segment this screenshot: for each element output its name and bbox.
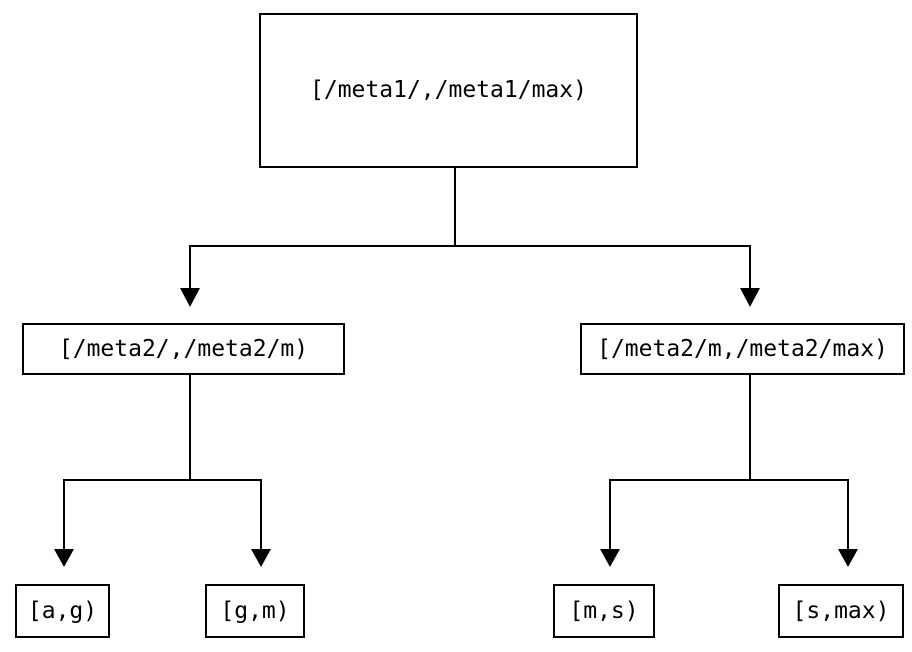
edge-left-to-leaves: [63, 479, 262, 549]
arrowhead-down-icon: [251, 549, 271, 567]
arrowhead-down-icon: [838, 549, 858, 567]
node-root: [/meta1/,/meta1/max): [259, 13, 638, 168]
node-leaf-gm: [g,m): [205, 584, 305, 638]
node-leaf-smax-label: [s,max): [792, 597, 890, 624]
node-root-label: [/meta1/,/meta1/max): [310, 77, 587, 103]
node-right: [/meta2/m,/meta2/max): [580, 323, 905, 375]
arrowhead-down-icon: [600, 549, 620, 567]
arrowhead-down-icon: [180, 288, 200, 307]
edge-root-to-children: [189, 245, 751, 288]
edge-right-to-leaves: [609, 479, 849, 549]
node-leaf-ms-label: [m,s): [569, 597, 639, 624]
node-leaf-smax: [s,max): [778, 584, 904, 638]
node-leaf-ag-label: [a,g): [27, 597, 98, 624]
node-leaf-gm-label: [g,m): [220, 597, 290, 624]
node-right-label: [/meta2/m,/meta2/max): [597, 335, 888, 362]
node-leaf-ms: [m,s): [553, 584, 655, 638]
node-left: [/meta2/,/meta2/m): [22, 323, 345, 375]
arrowhead-down-icon: [740, 288, 760, 307]
node-leaf-ag: [a,g): [15, 584, 110, 638]
arrowhead-down-icon: [54, 549, 74, 567]
node-left-label: [/meta2/,/meta2/m): [58, 335, 309, 362]
